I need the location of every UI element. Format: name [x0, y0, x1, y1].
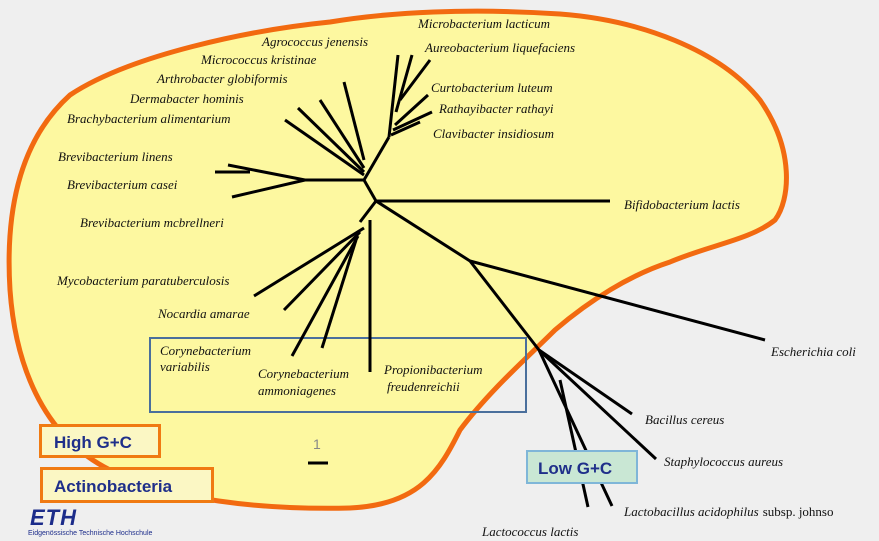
taxon-label: Propionibacterium: [383, 362, 482, 377]
taxon-label: Bifidobacterium lactis: [624, 197, 740, 212]
taxon-label: Corynebacterium: [258, 366, 349, 381]
taxon-label: Microbacterium lacticum: [417, 16, 550, 31]
taxon-label: Mycobacterium paratuberculosis: [56, 273, 229, 288]
taxon-label: variabilis: [160, 359, 210, 374]
taxon-label: freudenreichii: [387, 379, 460, 394]
taxon-label: Curtobacterium luteum: [431, 80, 553, 95]
taxon-label: Staphylococcus aureus: [664, 454, 783, 469]
taxon-label: Brachybacterium alimentarium: [67, 111, 231, 126]
taxon-label: Micrococcus kristinae: [200, 52, 317, 67]
taxon-label: Dermabacter hominis: [129, 91, 244, 106]
high-gc-label: High G+C: [39, 424, 161, 458]
scale-label: 1: [313, 436, 321, 452]
taxon-label: Arthrobacter globiformis: [156, 71, 288, 86]
eth-institution-name: Eidgenössische Technische Hochschule: [28, 530, 153, 537]
tree-branches: [215, 54, 766, 508]
taxon-label: ammoniagenes: [258, 383, 336, 398]
taxon-label: Escherichia coli: [770, 344, 856, 359]
taxon-label: Nocardia amarae: [157, 306, 250, 321]
taxon-label: Brevibacterium mcbrellneri: [80, 215, 224, 230]
coryne-propioni-box: [149, 337, 527, 413]
taxon-label: Clavibacter insidiosum: [433, 126, 554, 141]
taxon-label-subspecies: subsp. johnso: [763, 504, 834, 519]
taxon-label: Lactococcus lactis: [481, 524, 578, 539]
taxon-label: Aureobacterium liquefaciens: [424, 40, 575, 55]
taxon-label: Corynebacterium: [160, 343, 251, 358]
taxon-label: Bacillus cereus: [645, 412, 724, 427]
taxon-label: Brevibacterium linens: [58, 149, 173, 164]
actinobacteria-label: Actinobacteria: [40, 467, 214, 503]
low-gc-label: Low G+C: [526, 450, 638, 484]
taxon-label-italic: Lactobacillus acidophilus: [623, 504, 759, 519]
taxon-label: Lactobacillus acidophilus subsp. johnso: [623, 504, 834, 519]
eth-logo: ETH: [30, 505, 77, 530]
taxon-label: Brevibacterium casei: [67, 177, 178, 192]
taxon-labels: Microbacterium lacticum Agrococcus jenen…: [56, 16, 856, 539]
taxon-label: Agrococcus jenensis: [261, 34, 368, 49]
taxon-label: Rathayibacter rathayi: [438, 101, 554, 116]
